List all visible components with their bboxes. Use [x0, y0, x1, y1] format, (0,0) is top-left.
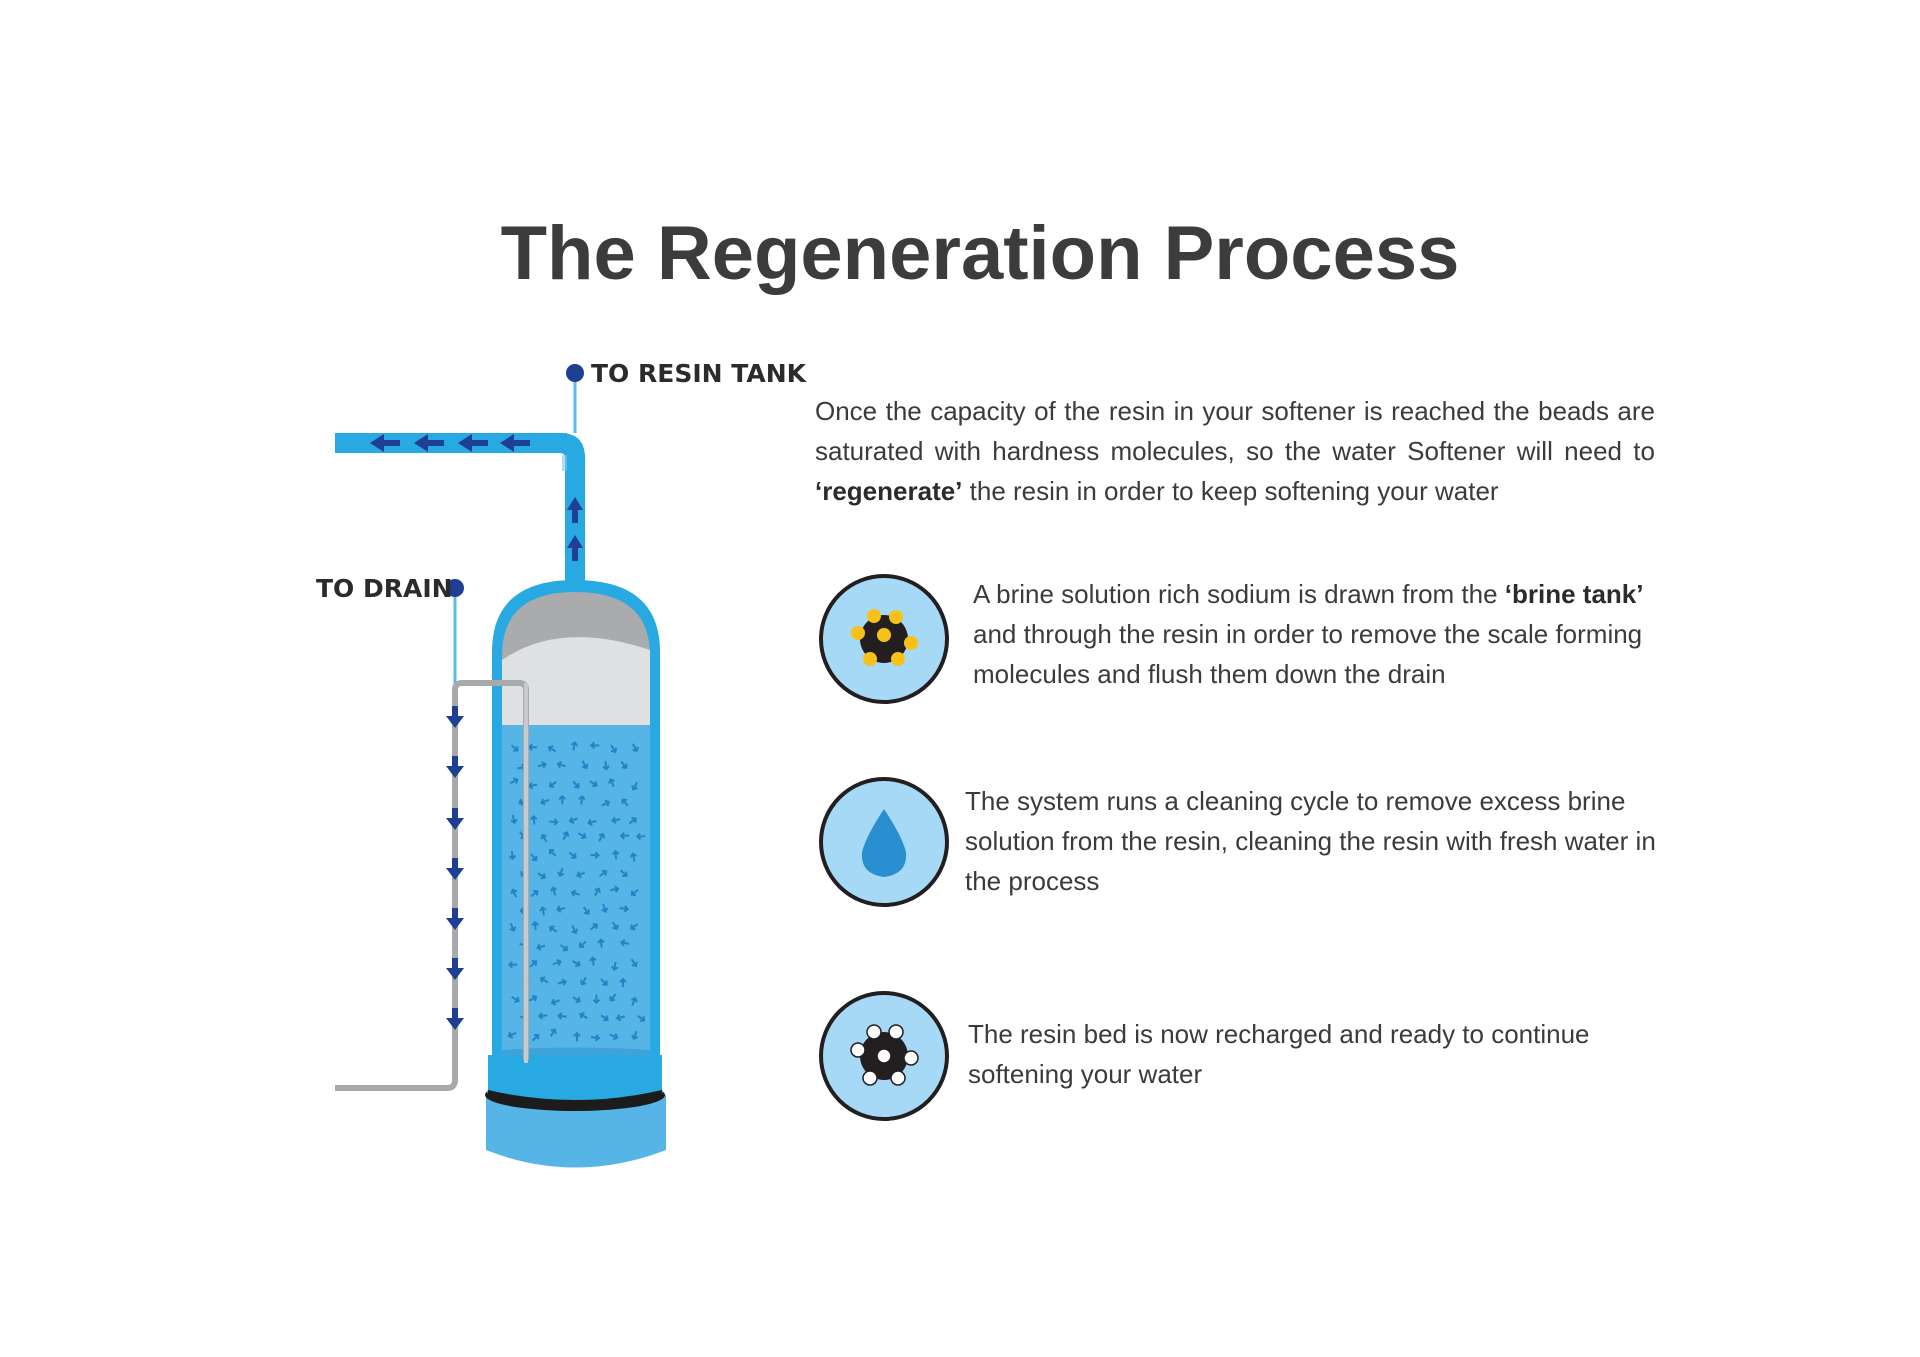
step-3-text: The resin bed is now recharged and ready… — [968, 1019, 1590, 1089]
drain-arrow — [446, 1008, 464, 1030]
drain-arrow — [446, 958, 464, 980]
resin-particles — [507, 741, 646, 1042]
drain-arrow — [446, 756, 464, 778]
to-drain-label: TO DRAIN — [316, 574, 453, 603]
drain-arrow — [446, 908, 464, 930]
step-2-text: The system runs a cleaning cycle to remo… — [965, 786, 1656, 896]
drain-flow-arrows — [446, 706, 464, 1030]
outlet-flow-arrows — [370, 434, 530, 452]
riser-flow-arrows — [567, 497, 583, 561]
resin-tank — [485, 580, 666, 1168]
drain-arrow — [446, 706, 464, 728]
resin-bead-recharged-icon — [819, 991, 949, 1121]
drain-arrow — [446, 858, 464, 880]
intro-paragraph: Once the capacity of the resin in your s… — [815, 396, 1655, 506]
drain-tube-highlight — [524, 683, 528, 1063]
outlet-pipe — [335, 433, 585, 583]
to-resin-tank-label: TO RESIN TANK — [591, 359, 808, 388]
drain-arrow — [446, 808, 464, 830]
step-1-text: A brine solution rich sodium is drawn fr… — [973, 579, 1644, 689]
water-drop-icon — [819, 777, 949, 907]
page-title: The Regeneration Process — [500, 211, 1460, 296]
to-resin-tank-marker — [566, 364, 584, 433]
resin-bead-saturated-icon — [819, 574, 949, 704]
to-drain-marker — [446, 579, 464, 690]
